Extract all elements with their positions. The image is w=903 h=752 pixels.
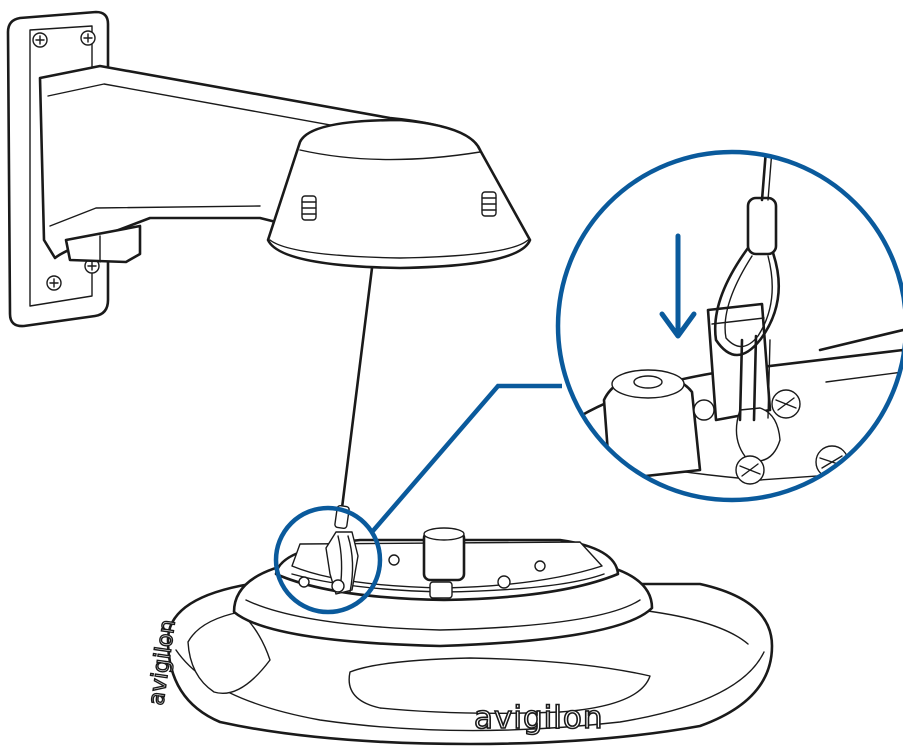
camera-base-icon: avigilon avigilon [143, 527, 774, 746]
down-arrow-icon [659, 233, 697, 339]
wall-mount-bracket-icon [6, 10, 532, 328]
tether-cable-icon [334, 266, 374, 530]
brand-front-label: avigilon [474, 700, 603, 736]
magnifier-callout-icon [273, 149, 903, 615]
